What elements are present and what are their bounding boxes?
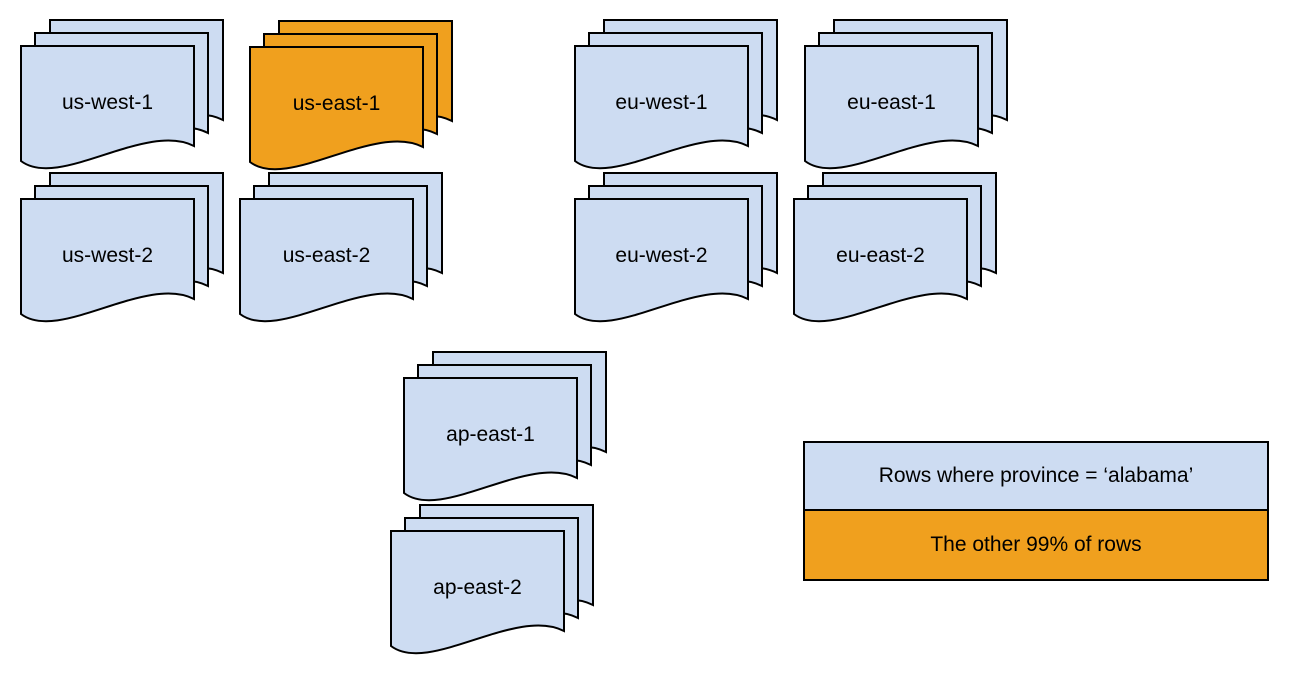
region-stack-eu-west-2: eu-west-2 [573,171,779,323]
region-label: eu-east-2 [836,244,925,267]
region-label: eu-west-2 [615,244,708,267]
region-stack-eu-east-2: eu-east-2 [792,171,998,323]
legend-item-alabama-rows: Rows where province = ‘alabama’ [805,443,1267,511]
region-stack-eu-east-1: eu-east-1 [803,18,1009,170]
region-stack-us-east-2: us-east-2 [238,171,444,323]
legend: Rows where province = ‘alabama’ The othe… [803,441,1269,581]
region-label: us-west-1 [61,91,154,114]
region-label: us-west-2 [61,244,154,267]
region-stack-us-west-2: us-west-2 [19,171,225,323]
region-stack-ap-east-2: ap-east-2 [389,503,595,655]
region-label: eu-west-1 [615,91,708,114]
legend-item-label: Rows where province = ‘alabama’ [878,464,1194,487]
legend-item-other-rows: The other 99% of rows [805,511,1267,579]
region-label: us-east-1 [292,92,381,115]
region-label: ap-east-1 [446,423,535,446]
region-label: eu-east-1 [847,91,936,114]
region-stack-eu-west-1: eu-west-1 [573,18,779,170]
legend-item-label: The other 99% of rows [930,533,1142,556]
region-label: us-east-2 [282,244,371,267]
region-label: ap-east-2 [433,576,522,599]
region-stack-us-east-1: us-east-1 [248,19,454,171]
region-stack-us-west-1: us-west-1 [19,18,225,170]
region-stack-ap-east-1: ap-east-1 [402,350,608,502]
